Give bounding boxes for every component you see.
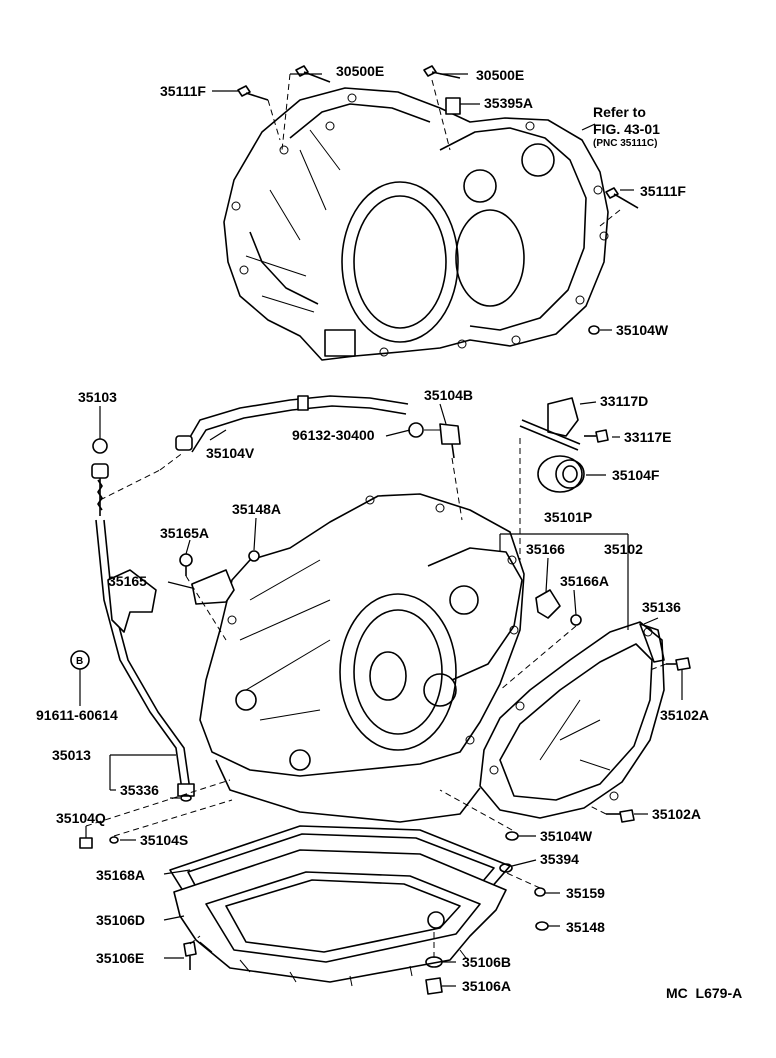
label-35111F-left: 35111F [160,83,206,99]
label-35102A-upper: 35102A [660,707,709,723]
label-35336: 35336 [120,782,159,798]
label-35165: 35165 [108,573,147,589]
bearing-35104F [537,455,585,493]
bolt-30500E-right [423,65,461,79]
part-35395A [445,97,461,115]
label-35166: 35166 [526,541,565,557]
bolt-35106E [183,941,197,970]
drain-plug-35106A [425,977,443,995]
label-35102: 35102 [604,541,643,557]
top-leaders [212,73,634,331]
oil-filler-tube-35013 [95,519,195,797]
label-35104W-bottom: 35104W [540,828,593,844]
breather-hose-35104V [175,395,409,453]
label-35106E: 35106E [96,950,144,966]
bolt-35111F-right [605,187,639,209]
label-35101P: 35101P [544,509,592,525]
bolt-35102A-lower [606,809,635,823]
label-30500E-right: 30500E [476,67,524,83]
refer-line1: Refer to [593,104,646,120]
bolt-35111F-left [237,85,269,101]
label-35148A: 35148A [232,501,281,517]
label-35111F-right: 35111F [640,183,686,199]
plug-35148 [535,921,549,931]
label-35104V: 35104V [206,445,255,461]
label-35168A: 35168A [96,867,145,883]
pin-35104W-bottom [505,831,519,841]
oring-35336 [180,794,192,802]
plate-35165 [191,569,235,605]
bolt-35166A [570,614,582,626]
bracket-33117D [519,397,581,451]
label-35104S: 35104S [140,832,188,848]
bolt-35165A [179,553,193,576]
bolt-35102A-upper [666,657,691,671]
label-35104W-top: 35104W [616,322,669,338]
label-35104Q: 35104Q [56,810,106,826]
transaxle-case [199,493,525,823]
label-33117D: 33117D [600,393,648,409]
label-35159: 35159 [566,885,605,901]
label-35013: 35013 [52,747,91,763]
label-35102A-lower: 35102A [652,806,701,822]
oil-pan-35106D [173,849,507,987]
label-B: B [76,656,83,667]
label-35165A: 35165A [160,525,209,541]
label-35104B: 35104B [424,387,473,403]
union-35104B [408,422,461,459]
label-35104F: 35104F [612,467,660,483]
label-91611-60614: 91611-60614 [36,707,118,723]
part-labels: 30500E 30500E 35111F 35395A Refer to FIG… [36,63,742,1001]
label-30500E-left: 30500E [336,63,384,79]
transaxle-housing [223,87,609,361]
plug-35104Q [79,837,93,849]
refer-note: Refer to FIG. 43-01 (PNC 35111C) [593,104,660,149]
label-33117E: 33117E [624,429,672,445]
label-35106A: 35106A [462,978,511,994]
dipstick-35103 [91,438,109,516]
plug-35148A [248,550,260,562]
seal-35104S [109,836,119,844]
cover-35166 [535,589,561,619]
label-96132-30400: 96132-30400 [292,427,375,443]
label-35148: 35148 [566,919,605,935]
label-35106D: 35106D [96,912,145,928]
leader-lines [79,401,683,987]
refer-line2: FIG. 43-01 [593,121,660,137]
label-35136: 35136 [642,599,681,615]
label-35166A: 35166A [560,573,609,589]
case-cover-35102 [479,621,665,819]
diagram-code: MC L679-A [666,985,742,1001]
refer-line3: (PNC 35111C) [593,138,657,149]
label-35106B: 35106B [462,954,511,970]
ring-35159 [534,887,546,897]
label-35103: 35103 [78,389,117,405]
label-35395A: 35395A [484,95,533,111]
label-35394: 35394 [540,851,579,867]
pin-35104W-top [588,325,600,335]
bolt-33117E [584,429,609,443]
gasket-35136 [639,623,665,663]
